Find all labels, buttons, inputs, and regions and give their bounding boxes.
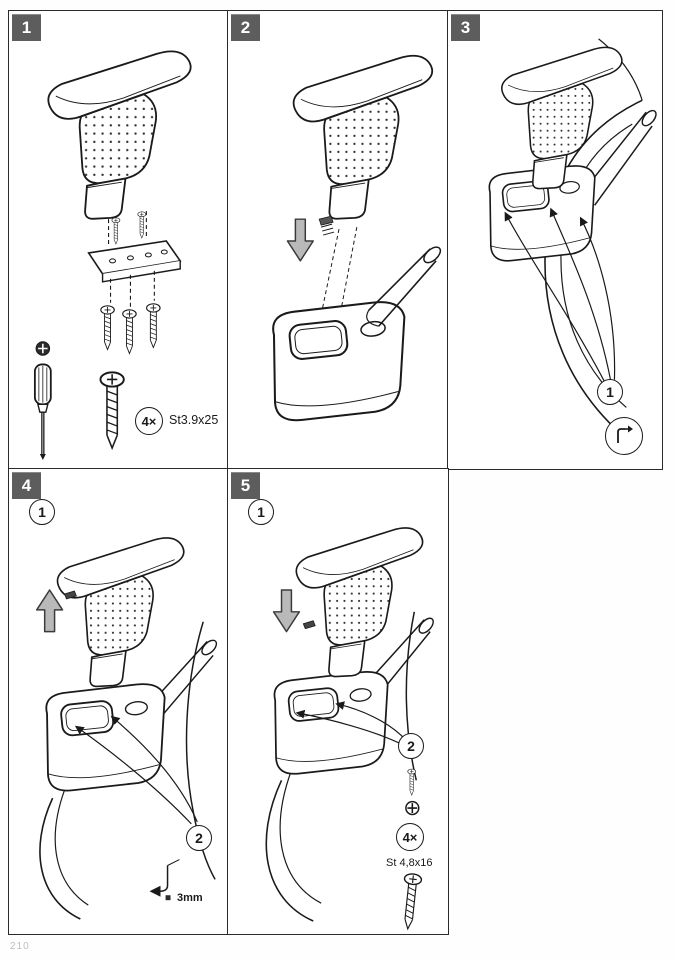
screw-icon [398,872,423,931]
clip-gap-detail-illustration [149,859,180,901]
gap-dimension-label: 3mm [177,892,203,904]
down-arrow-icon [272,589,301,633]
panel-1-drawing [33,50,192,461]
panel-step-2: 2 [227,10,449,470]
step-number-5: 5 [231,472,260,499]
mounting-plate-illustration [87,240,182,283]
car-body-illustration [265,611,418,922]
attachment-point-leaders [74,715,198,825]
callout-1: 1 [29,499,55,525]
console-base-illustration [273,671,389,775]
screw-spec-label: St 4,8x16 [386,857,433,869]
screw-spec-label: St3.9x25 [169,413,219,427]
handbrake-lever-illustration [366,246,442,327]
clip-icon [617,425,633,443]
panel-5-drawing [265,527,434,931]
armrest-illustration [501,46,623,190]
small-screw-icon [407,768,417,796]
handbrake-lever-illustration [584,109,657,206]
small-screw-icon [111,217,121,245]
panel-step-3: 3 1 [447,10,663,470]
callout-2: 2 [398,733,424,759]
armrest-illustration [47,50,192,220]
callout-1: 1 [248,499,274,525]
callout-1: 1 [597,379,623,405]
panel-step-4: 4 1 2 3mm [8,468,229,935]
panel-step-1: 1 4× St3.9x25 [8,10,229,470]
car-body-illustration [39,621,216,920]
quantity-badge: 4× [396,823,424,851]
callout-2: 2 [186,825,212,851]
page-mark: 210 [10,941,30,952]
screwdriver-icon [33,363,52,461]
screw-icon [100,305,115,351]
attachment-point-leaders [504,207,616,382]
step-number-3: 3 [451,14,480,41]
armrest-illustration [56,537,185,688]
quantity-badge: 4× [135,407,163,435]
step-number-2: 2 [231,14,260,41]
screw-icon [122,309,137,355]
panel-2-drawing [272,54,442,422]
armrest-illustration [292,54,434,220]
step-number-4: 4 [12,472,41,499]
clip-detail-circle [605,417,643,455]
down-arrow-icon [286,218,314,262]
spring-clip-illustration [302,620,316,630]
small-screw-icon [137,211,147,239]
phillips-bit-icon [35,340,51,357]
spring-clip-illustration [318,215,335,236]
screw-icon [99,371,125,450]
spring-clip-illustration [63,590,77,600]
panel-step-5: 5 1 2 4× St 4,8x16 [227,468,449,935]
panel-4-drawing [36,537,218,920]
console-base-illustration [45,683,166,792]
screw-icon [146,303,161,349]
armrest-illustration [295,527,424,678]
panel-3-drawing [488,38,657,436]
screw-head-icon [405,800,420,816]
up-arrow-icon [36,589,64,633]
step-number-1: 1 [12,14,41,41]
attachment-point-leaders [295,701,407,746]
